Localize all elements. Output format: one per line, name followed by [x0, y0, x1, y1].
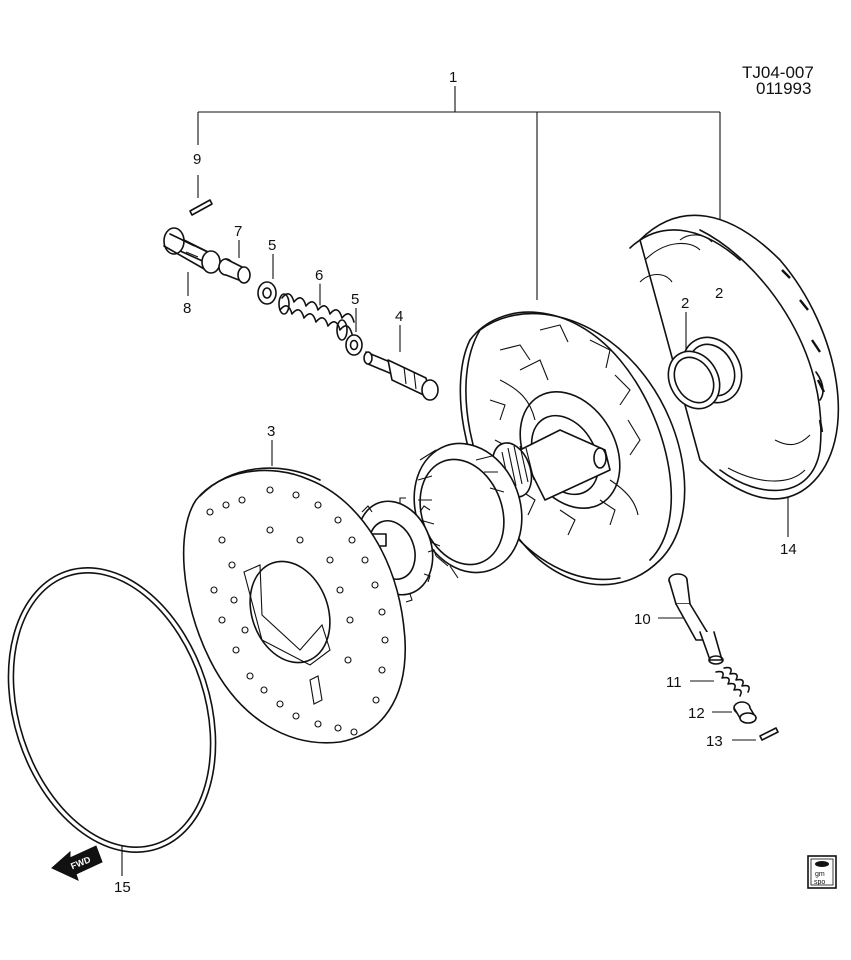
washer-part-5-right [345, 308, 363, 356]
callout-11: 11 [666, 674, 682, 691]
callout-2b: 2 [715, 285, 723, 302]
callout-5a: 5 [268, 237, 276, 254]
callout-4: 4 [395, 308, 403, 325]
logo-line1: gm [815, 871, 825, 878]
gm-spo-logo-icon: gm spo [807, 855, 837, 889]
gasket-part-14 [629, 214, 840, 537]
valve-sleeve-part-8 [163, 227, 221, 296]
o-ring-part-15 [7, 567, 217, 876]
cover-plate-part-3 [182, 440, 406, 744]
spring-part-11 [690, 666, 750, 697]
pin-part-9 [189, 175, 213, 216]
callout-14: 14 [780, 541, 797, 558]
valve-part-4 [363, 325, 439, 401]
reference-date: 011993 [756, 79, 811, 98]
callout-6: 6 [315, 267, 323, 284]
callout-8: 8 [183, 300, 191, 317]
valve-part-7 [218, 240, 251, 284]
seal-ring-part-2 [667, 312, 743, 410]
callout-7: 7 [234, 223, 242, 240]
callout-10: 10 [634, 611, 651, 628]
callout-3: 3 [267, 423, 275, 440]
callout-9: 9 [193, 151, 201, 168]
valve-part-10 [658, 573, 724, 665]
callout-2a: 2 [681, 295, 689, 312]
callout-5b: 5 [351, 291, 359, 308]
outer-gear [413, 442, 523, 579]
callout-15: 15 [114, 879, 131, 896]
spring-part-6 [278, 283, 355, 341]
logo-line2: spo [814, 879, 825, 886]
callout-1: 1 [449, 69, 457, 86]
forward-arrow-icon: FWD [51, 845, 103, 881]
reference-code: TJ04-007 [742, 63, 814, 82]
callout-12: 12 [688, 705, 705, 722]
callout-1-leader [197, 86, 721, 300]
callout-13: 13 [706, 733, 723, 750]
pin-part-13 [732, 727, 779, 741]
washer-part-5-left [257, 254, 277, 305]
plug-part-12 [712, 701, 757, 724]
